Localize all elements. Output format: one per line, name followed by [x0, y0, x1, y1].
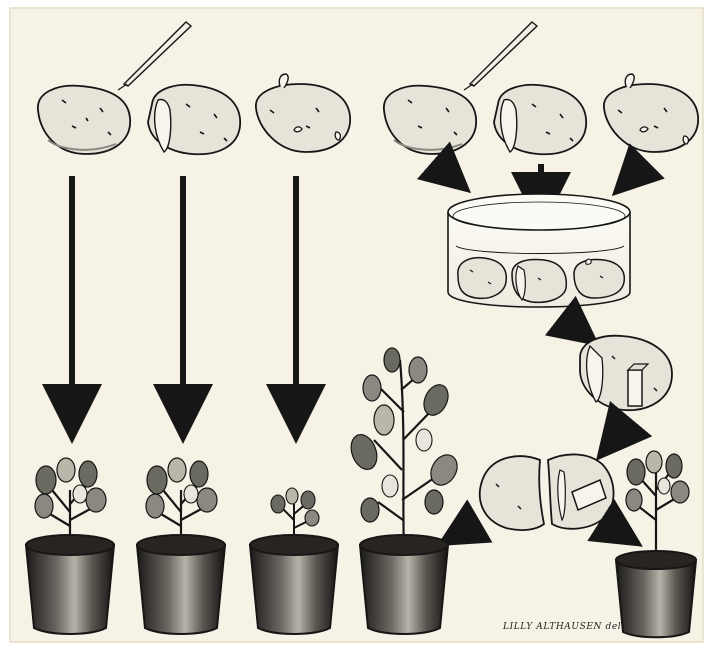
potato-whole-icon: [38, 86, 130, 154]
potato-whole-icon: [384, 86, 476, 154]
potato-cut-icon: [494, 85, 586, 154]
potato-cut-icon: [148, 85, 240, 154]
potato-half-right-icon: [548, 454, 614, 528]
potato-half-left-icon: [480, 456, 544, 530]
dish-icon: [448, 194, 630, 307]
artist-signature: LILLY ALTHAUSEN del: [503, 622, 621, 632]
